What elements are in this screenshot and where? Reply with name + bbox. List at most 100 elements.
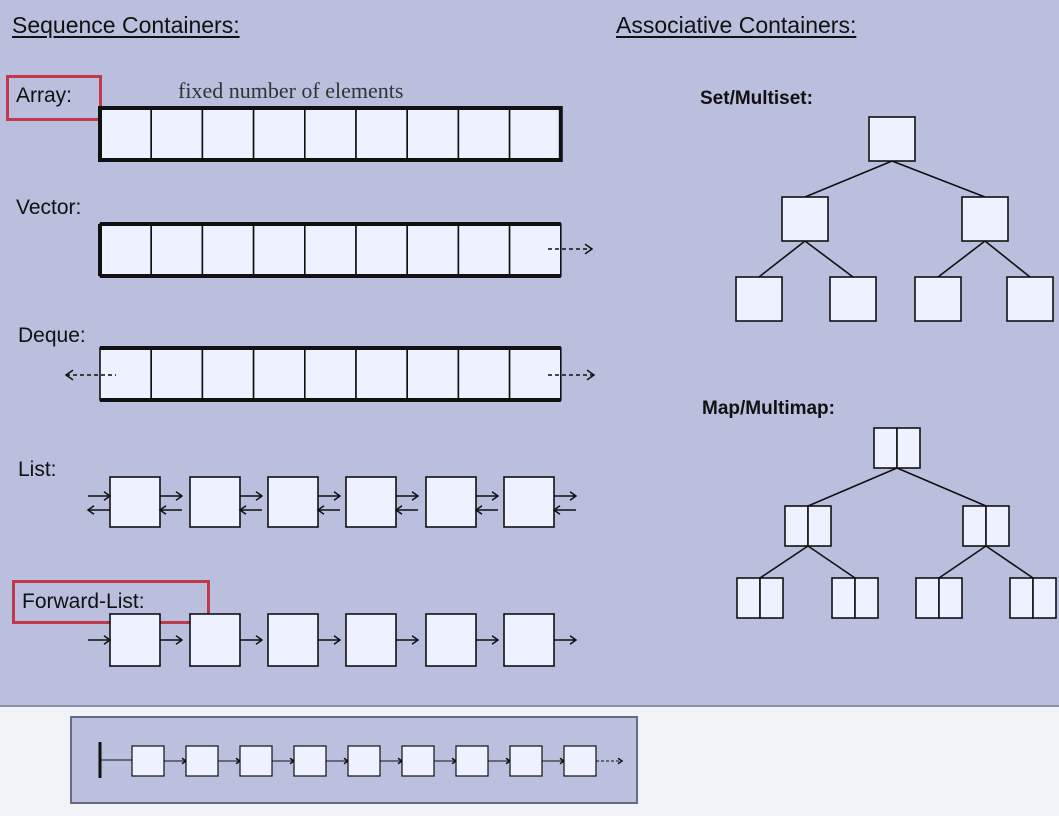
map-node-key [915,577,940,619]
set-tree-edge [804,240,854,278]
list-next-arrowhead [333,491,342,501]
thumb-node [509,745,543,777]
list-label: List: [18,458,57,481]
deque-cell [201,347,255,401]
vector-cell [201,223,255,277]
list-node [189,476,241,528]
set-tree-edge [758,240,806,278]
set-node [868,116,916,162]
map-node-key [962,505,987,547]
vector-growth-arrow-head [584,243,594,255]
thumb-node [347,745,381,777]
map-node-value [985,505,1010,547]
map-node-value [759,577,784,619]
sequence-containers-heading: Sequence Containers: [12,12,240,38]
array-note: fixed number of elements [178,78,404,103]
forward-list-arrowhead [491,635,500,645]
array-cell [457,107,511,161]
list-next-arrowhead [411,491,420,501]
array-cell [99,107,153,161]
list-next-arrowhead [103,491,112,501]
list-prev-arrowhead [394,505,403,515]
array-cell [303,107,357,161]
forward-list-node [345,613,397,667]
forward-list-arrowhead [569,635,578,645]
array-cell [150,107,204,161]
vector-cell [150,223,204,277]
array-outline [98,106,563,162]
map-tree-edge [759,545,809,579]
forward-list-node [267,613,319,667]
list-node [503,476,555,528]
map-node-value [1032,577,1057,619]
list-prev-arrowhead [474,505,483,515]
set-node [961,196,1009,242]
set-multiset-label: Set/Multiset: [700,88,813,109]
deque-cell [99,347,153,401]
thumb-node [131,745,165,777]
deque-cell [303,347,357,401]
forward-list-label: Forward-List: [22,590,145,613]
map-tree-edge [896,467,987,507]
thumb-end-arrowhead [617,757,624,765]
map-node-key [1009,577,1034,619]
set-node [914,276,962,322]
thumb-node [455,745,489,777]
list-next-arrowhead [255,491,264,501]
list-prev-arrowhead [158,505,167,515]
list-next-arrowhead [491,491,500,501]
array-highlight-box [6,75,102,121]
deque-cell [508,347,562,401]
set-node [735,276,783,322]
list-node [109,476,161,528]
deque-back-arrow-head [586,369,596,381]
map-node-key [831,577,856,619]
set-tree-edge [937,240,986,278]
deque-cell [406,347,460,401]
forward-list-arrowhead [411,635,420,645]
array-cell [355,107,409,161]
forward-list-node [189,613,241,667]
slide-thumbnail[interactable] [70,716,638,804]
list-prev-arrowhead [316,505,325,515]
list-node [267,476,319,528]
map-multimap-label: Map/Multimap: [702,398,835,419]
map-tree-edge [807,545,856,579]
thumb-node [185,745,219,777]
deque-label: Deque: [18,324,86,347]
thumb-node [239,745,273,777]
deque-cell [457,347,511,401]
map-node-value [896,427,921,469]
vector-cell [99,223,153,277]
vector-cell [508,223,562,277]
forward-list-arrowhead [175,635,184,645]
vector-cell [406,223,460,277]
set-node [829,276,877,322]
array-cell [201,107,255,161]
array-cell [252,107,306,161]
map-node-key [736,577,761,619]
array-cell [406,107,460,161]
containers-diagram [64,106,1057,667]
deque-front-arrow-head [64,369,74,381]
forward-list-arrowhead [255,635,264,645]
deque-cell [150,347,204,401]
set-tree-edge [984,240,1031,278]
map-tree-edge [938,545,987,579]
set-tree-edge [804,160,893,198]
map-node-value [854,577,879,619]
forward-list-node [425,613,477,667]
list-node [345,476,397,528]
vector-label: Vector: [16,196,82,219]
list-prev-arrowhead [552,505,561,515]
vector-cell [303,223,357,277]
deque-cell [355,347,409,401]
list-prev-arrowhead [86,505,95,515]
map-node-value [807,505,832,547]
map-tree-edge [985,545,1034,579]
map-node-value [938,577,963,619]
list-node [425,476,477,528]
vector-cell [252,223,306,277]
set-tree-edge [891,160,986,198]
set-node [1006,276,1054,322]
